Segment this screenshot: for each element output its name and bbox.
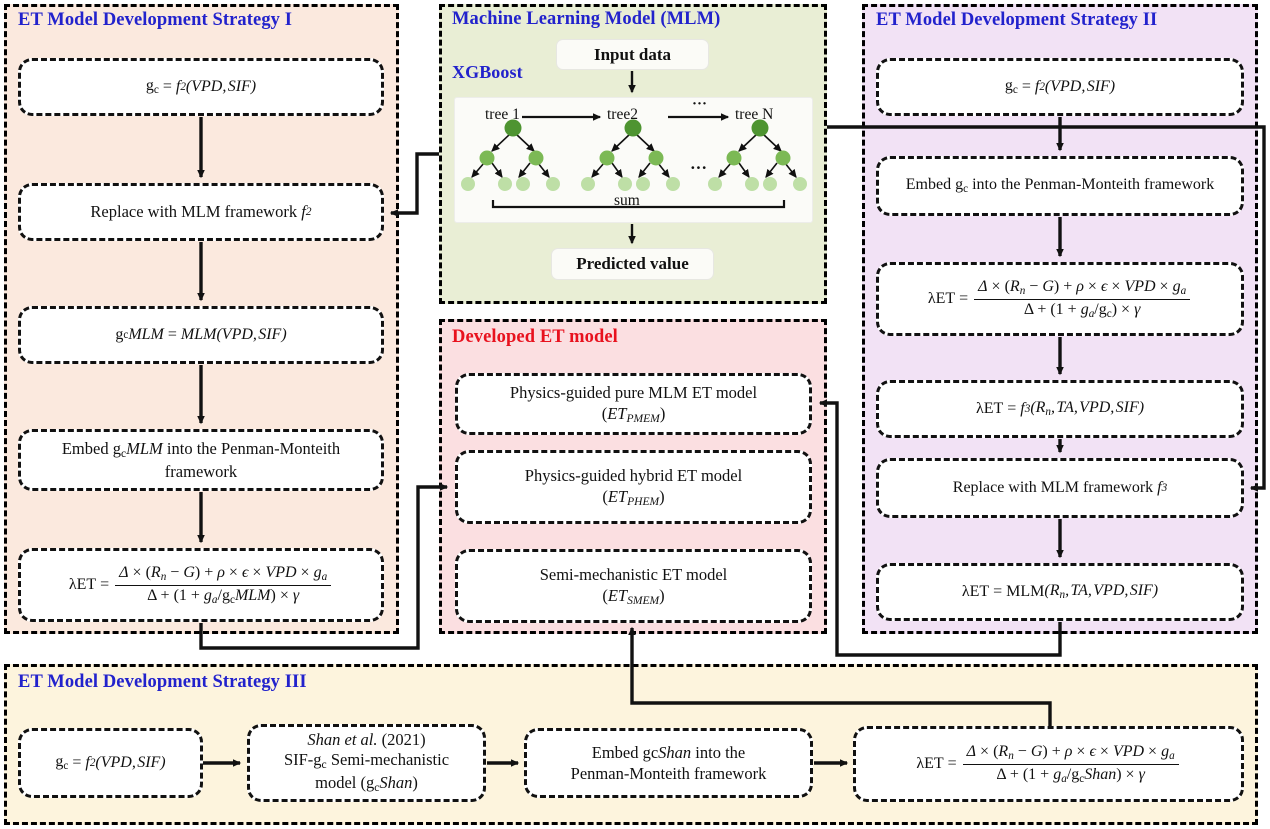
mlm-tree-label-1: tree 1	[485, 106, 520, 123]
node-s3-shan-model: Shan et al. (2021) SIF-gc Semi-mechanist…	[247, 724, 486, 802]
node-s2-lambda-et-pm: λET = Δ × (Rn − G) + ρ × ϵ × VPD × ga Δ …	[876, 262, 1244, 336]
node-s3-lambda-et-equation: λET = Δ × (Rn − G) + ρ × ϵ × VPD × ga Δ …	[853, 726, 1244, 802]
node-s2-lambda-et-mlm: λET = MLM(Rn, TA, VPD, SIF)	[876, 563, 1244, 621]
panel-strategy-3-title: ET Model Development Strategy III	[18, 672, 307, 692]
panel-mlm-title: Machine Learning Model (MLM)	[452, 9, 721, 29]
mlm-predicted-value-box: Predicted value	[551, 248, 714, 280]
mlm-trees-ellipsis: ···	[690, 158, 708, 177]
node-s3-embed-line1: Embed gcShan into the	[591, 742, 746, 762]
panel-strategy-2-title: ET Model Development Strategy II	[876, 10, 1158, 30]
node-et-phem-line1: Physics-guided hybrid ET model	[524, 465, 743, 485]
node-s3-shan-line3: model (gcShan)	[315, 772, 418, 794]
node-et-phem-line2: (ETPHEM)	[602, 486, 665, 508]
node-et-pmem-line1: Physics-guided pure MLM ET model	[509, 382, 758, 402]
mlm-arrow-ellipsis: ···	[692, 96, 708, 112]
panel-mlm-subtitle: XGBoost	[452, 62, 523, 82]
mlm-tree-label-2: tree2	[607, 106, 638, 123]
mlm-tree-label-3: tree N	[735, 106, 774, 123]
mlm-sum-label: sum	[614, 192, 640, 209]
node-s3-shan-line2: SIF-gc Semi-mechanistic	[283, 750, 450, 772]
mlm-input-data-box: Input data	[556, 39, 709, 70]
node-et-smem: Semi-mechanistic ET model (ETSMEM)	[455, 549, 812, 623]
node-s1-lambda-et-equation: λET = Δ × (Rn − G) + ρ × ϵ × VPD × ga Δ …	[18, 548, 384, 622]
panel-strategy-1-title: ET Model Development Strategy I	[18, 10, 293, 30]
node-s3-embed-line2: Penman-Monteith framework	[570, 764, 767, 783]
node-s3-shan-line1: Shan et al. (2021)	[307, 730, 426, 750]
node-s1-embed-pm: Embed gcMLM into the Penman-Monteith fra…	[18, 429, 384, 491]
node-s2-embed-pm: Embed gc into the Penman-Monteith framew…	[876, 156, 1244, 216]
panel-developed-title: Developed ET model	[452, 327, 618, 347]
node-et-pmem-line2: (ETPMEM)	[601, 403, 666, 425]
node-et-phem: Physics-guided hybrid ET model (ETPHEM)	[455, 450, 812, 524]
node-s3-embed-pm: Embed gcShan into the Penman-Monteith fr…	[524, 728, 813, 798]
node-et-smem-line1: Semi-mechanistic ET model	[539, 564, 728, 584]
node-et-smem-line2: (ETSMEM)	[602, 585, 665, 607]
node-et-pmem: Physics-guided pure MLM ET model (ETPMEM…	[455, 373, 812, 435]
